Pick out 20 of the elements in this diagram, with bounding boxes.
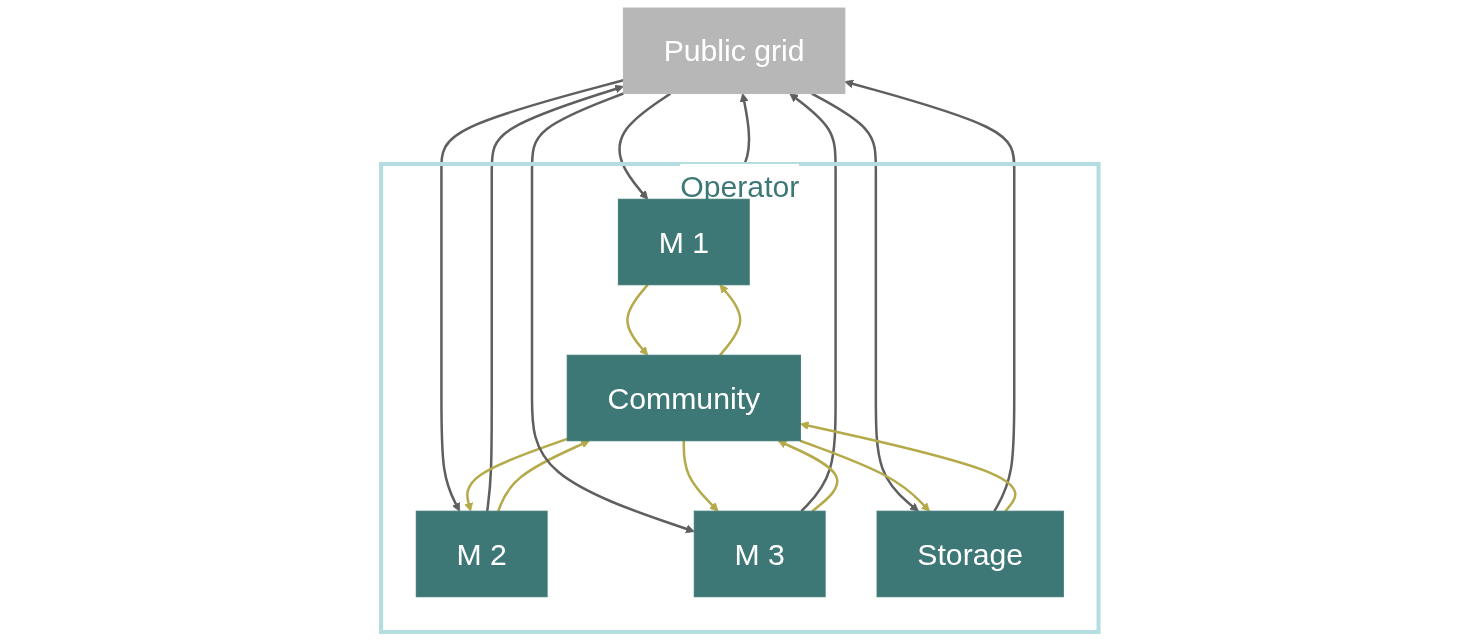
node-box: Storage bbox=[876, 510, 1064, 598]
arrow bbox=[844, 79, 1016, 512]
arrow bbox=[485, 84, 624, 512]
node-box: Public grid bbox=[622, 7, 846, 95]
arrow bbox=[464, 437, 568, 512]
node-box: M 2 bbox=[415, 510, 548, 598]
arrow bbox=[789, 93, 837, 513]
node-box: Community bbox=[566, 354, 801, 442]
arrow bbox=[496, 440, 590, 512]
node-box: M 3 bbox=[693, 510, 826, 598]
node-box: M 1 bbox=[617, 198, 750, 286]
arrow bbox=[810, 92, 919, 512]
arrow bbox=[625, 283, 649, 356]
arrow bbox=[682, 440, 719, 512]
arrow bbox=[618, 92, 671, 200]
arrow bbox=[799, 421, 1017, 512]
arrow bbox=[799, 439, 930, 512]
arrow bbox=[439, 79, 624, 512]
arrow bbox=[777, 440, 839, 513]
arrow bbox=[718, 284, 742, 357]
